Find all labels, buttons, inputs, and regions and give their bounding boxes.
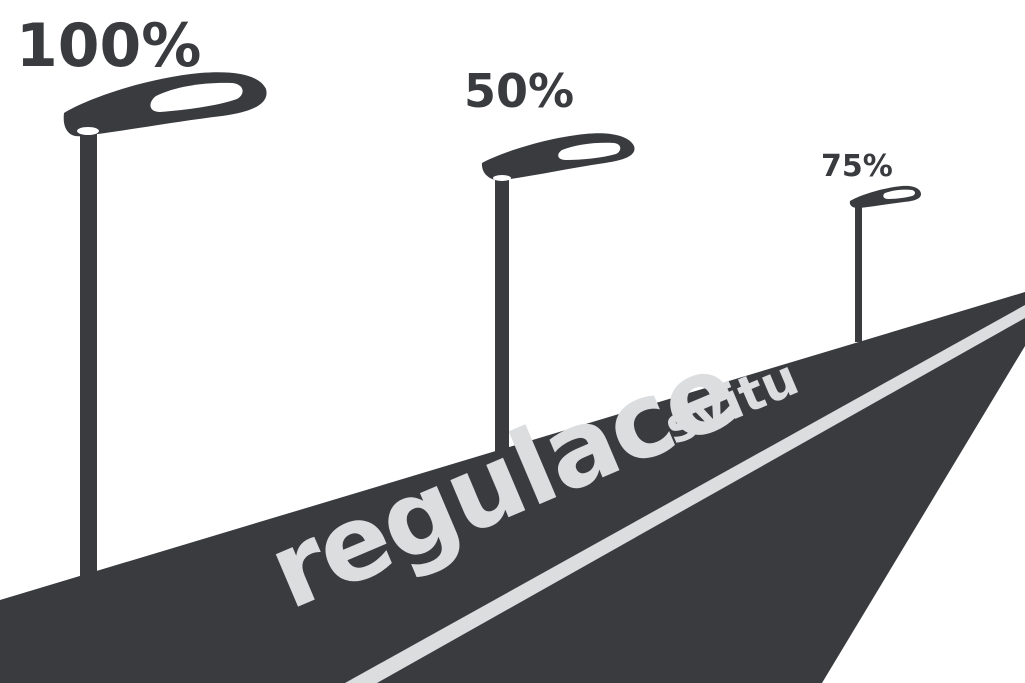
lamp-far-lens <box>883 189 915 199</box>
road-surface <box>0 292 1025 683</box>
road: regulace svitu <box>0 292 1025 683</box>
lamp-middle-head <box>481 133 635 181</box>
lamp-near-pole <box>80 130 97 580</box>
lamp-near: 100% <box>16 11 267 580</box>
road-lane-line <box>345 305 1025 683</box>
lamp-far-pole <box>855 205 862 342</box>
lamp-middle-level-label: 50% <box>464 64 574 118</box>
lamp-middle-pole <box>495 176 509 452</box>
lamp-middle-lens <box>558 142 621 160</box>
lamp-middle-joint <box>493 175 511 181</box>
lamp-near-joint <box>77 127 99 135</box>
lamp-far-level-label: 75% <box>821 149 893 184</box>
lamp-near-lens <box>150 82 243 112</box>
lamp-far: 75% <box>821 149 921 342</box>
lamp-middle: 50% <box>464 64 635 452</box>
lamp-near-level-label: 100% <box>16 11 201 81</box>
